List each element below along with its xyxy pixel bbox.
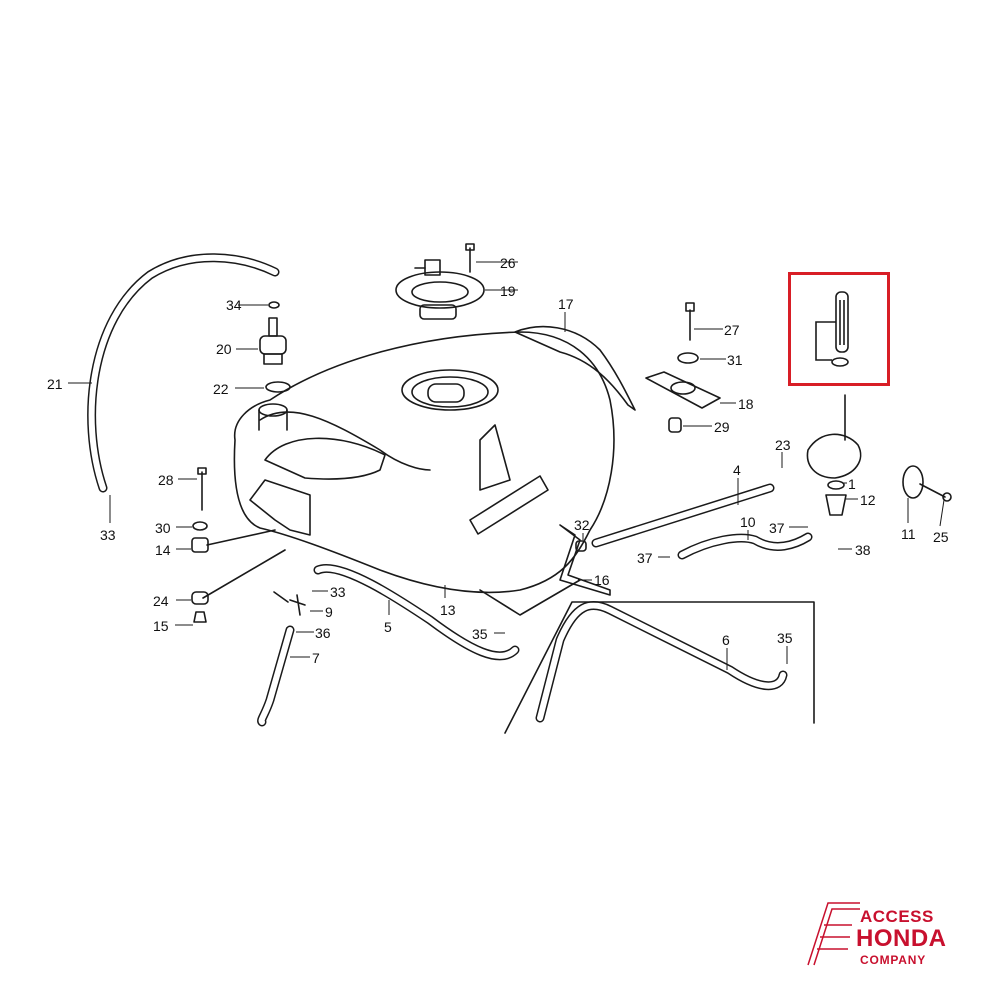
callout-26[interactable]: 26 xyxy=(500,255,516,271)
access-honda-logo: ACCESS HONDA COMPANY xyxy=(800,895,990,975)
callout-12[interactable]: 12 xyxy=(860,492,876,508)
callout-15[interactable]: 15 xyxy=(153,618,169,634)
wing-logo-icon xyxy=(807,902,860,966)
callout-10[interactable]: 10 xyxy=(740,514,756,530)
callout-16[interactable]: 16 xyxy=(594,572,610,588)
callout-7[interactable]: 7 xyxy=(312,650,320,666)
callout-18[interactable]: 18 xyxy=(738,396,754,412)
callout-37a[interactable]: 37 xyxy=(769,520,785,536)
callout-33b[interactable]: 33 xyxy=(330,584,346,600)
callout-38[interactable]: 38 xyxy=(855,542,871,558)
callout-1[interactable]: 1 xyxy=(848,476,856,492)
callout-33a[interactable]: 33 xyxy=(100,527,116,543)
callout-24[interactable]: 24 xyxy=(153,593,169,609)
callout-19[interactable]: 19 xyxy=(500,283,516,299)
callout-35a[interactable]: 35 xyxy=(472,626,488,642)
callout-17[interactable]: 17 xyxy=(558,296,574,312)
callout-30[interactable]: 30 xyxy=(155,520,171,536)
callout-4[interactable]: 4 xyxy=(733,462,741,478)
callout-11[interactable]: 11 xyxy=(901,526,916,542)
logo-line-honda: HONDA xyxy=(856,925,947,952)
callout-28[interactable]: 28 xyxy=(158,472,174,488)
logo-line-access: ACCESS xyxy=(860,907,934,926)
callout-36[interactable]: 36 xyxy=(315,625,331,641)
callout-25[interactable]: 25 xyxy=(933,529,949,545)
callout-32[interactable]: 32 xyxy=(574,517,590,533)
highlight-box xyxy=(788,272,890,386)
callout-5[interactable]: 5 xyxy=(384,619,392,635)
callout-21[interactable]: 21 xyxy=(47,376,63,392)
callout-37b[interactable]: 37 xyxy=(637,550,653,566)
logo-line-company: COMPANY xyxy=(860,953,927,967)
callout-27[interactable]: 27 xyxy=(724,322,740,338)
callout-13[interactable]: 13 xyxy=(440,602,456,618)
callout-23[interactable]: 23 xyxy=(775,437,791,453)
callout-22[interactable]: 22 xyxy=(213,381,229,397)
callout-31[interactable]: 31 xyxy=(727,352,743,368)
callout-9[interactable]: 9 xyxy=(325,604,333,620)
callout-6[interactable]: 6 xyxy=(722,632,730,648)
callout-14[interactable]: 14 xyxy=(155,542,171,558)
callout-29[interactable]: 29 xyxy=(714,419,730,435)
callout-35b[interactable]: 35 xyxy=(777,630,793,646)
callout-34[interactable]: 34 xyxy=(226,297,242,313)
callout-20[interactable]: 20 xyxy=(216,341,232,357)
